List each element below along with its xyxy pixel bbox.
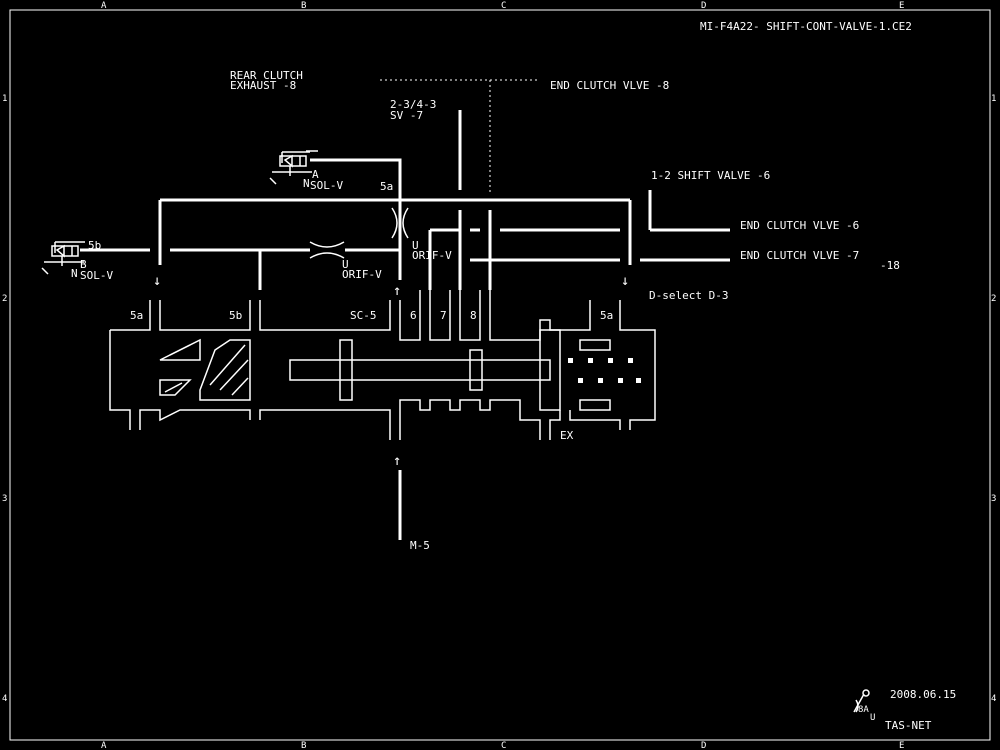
label-port-7: 7	[440, 309, 447, 322]
grid-row-4-left: 4	[2, 694, 7, 704]
grid-col-a-top: A	[101, 1, 107, 11]
label-port-sc5: SC-5	[350, 309, 377, 322]
solenoid-a-icon	[269, 150, 318, 185]
grid-col-b-top: B	[301, 1, 306, 11]
label-sv-23: 2-3/4-3	[390, 98, 436, 111]
hydraulic-lines	[80, 110, 730, 540]
grid-col-e-top: E	[899, 1, 904, 11]
grid-col-a-bottom: A	[101, 741, 107, 750]
logo-u: U	[870, 713, 875, 723]
label-sol-a: SOL-V	[310, 179, 343, 192]
grid-col-e-bottom: E	[899, 741, 904, 750]
grid-col-b-bottom: B	[301, 741, 306, 750]
label-d-select: D-select D-3	[649, 289, 728, 302]
grid-row-labels: 1 2 3 4 1 2 3 4	[2, 94, 996, 704]
solenoid-b-icon	[41, 241, 85, 275]
company-logo-icon: 8A	[853, 689, 870, 715]
grid-row-2-right: 2	[991, 294, 996, 304]
label-sv-23-num: SV -7	[390, 109, 423, 122]
label-sol-a-letter: A	[312, 168, 319, 181]
grid-col-d-top: D	[701, 1, 706, 11]
spring-icon	[568, 358, 641, 383]
label-port-6: 6	[410, 309, 417, 322]
flow-arrows: ↓ ↓ ↑ ↑	[153, 273, 629, 469]
svg-text:↑: ↑	[393, 283, 401, 299]
shift-control-valve-body	[109, 290, 656, 440]
label-sol-b: SOL-V	[80, 269, 113, 282]
label-port-5a-top: 5a	[380, 180, 393, 193]
grid-row-3-right: 3	[991, 494, 996, 504]
label-end-clutch-7: END CLUTCH VLVE -7	[740, 249, 859, 262]
label-shift-valve-12: 1-2 SHIFT VALVE -6	[651, 169, 770, 182]
drawing-border	[9, 9, 991, 741]
label-end-clutch-top: END CLUTCH VLVE -8	[550, 79, 669, 92]
grid-row-3-left: 3	[2, 494, 7, 504]
svg-text:↓: ↓	[153, 273, 161, 289]
label-sol-b-letter: B	[80, 258, 87, 271]
label-sol-a-n: N	[303, 177, 310, 190]
svg-text:↑: ↑	[393, 453, 401, 469]
grid-row-1-right: 1	[991, 94, 996, 104]
grid-col-c-bottom: C	[501, 741, 506, 750]
label-rear-clutch-exhaust: EXHAUST -8	[230, 79, 296, 92]
label-orif-right: ORIF-V	[412, 249, 452, 262]
svg-text:8A: 8A	[858, 705, 869, 715]
label-port-5b: 5b	[229, 309, 242, 322]
grid-col-c-top: C	[501, 1, 506, 11]
title-company: TAS-NET	[885, 719, 932, 732]
title-date: 2008.06.15	[890, 688, 956, 701]
label-port-8: 8	[470, 309, 477, 322]
label-port-5a-r: 5a	[600, 309, 613, 322]
label-exhaust: EX	[560, 429, 574, 442]
label-orif-right-u: U	[412, 239, 419, 252]
label-orif-left-u: U	[342, 258, 349, 271]
orifice-left-icon	[309, 241, 345, 259]
orifice-right-icon	[391, 207, 409, 239]
grid-col-d-bottom: D	[701, 741, 706, 750]
label-end-clutch-7b: -18	[880, 259, 900, 272]
label-m5: M-5	[410, 539, 430, 552]
label-orif-left: ORIF-V	[342, 268, 382, 281]
label-port-5a-l: 5a	[130, 309, 143, 322]
grid-row-4-right: 4	[991, 694, 996, 704]
label-rear-clutch: REAR CLUTCH	[230, 69, 303, 82]
grid-row-2-left: 2	[2, 294, 7, 304]
svg-text:↓: ↓	[621, 273, 629, 289]
grid-row-1-left: 1	[2, 94, 7, 104]
label-sol-b-n: N	[71, 267, 78, 280]
drawing-id: MI-F4A22- SHIFT-CONT-VALVE-1.CE2	[700, 20, 912, 33]
grid-column-labels: A B C D E A B C D E	[101, 1, 904, 750]
label-end-clutch-6: END CLUTCH VLVE -6	[740, 219, 859, 232]
